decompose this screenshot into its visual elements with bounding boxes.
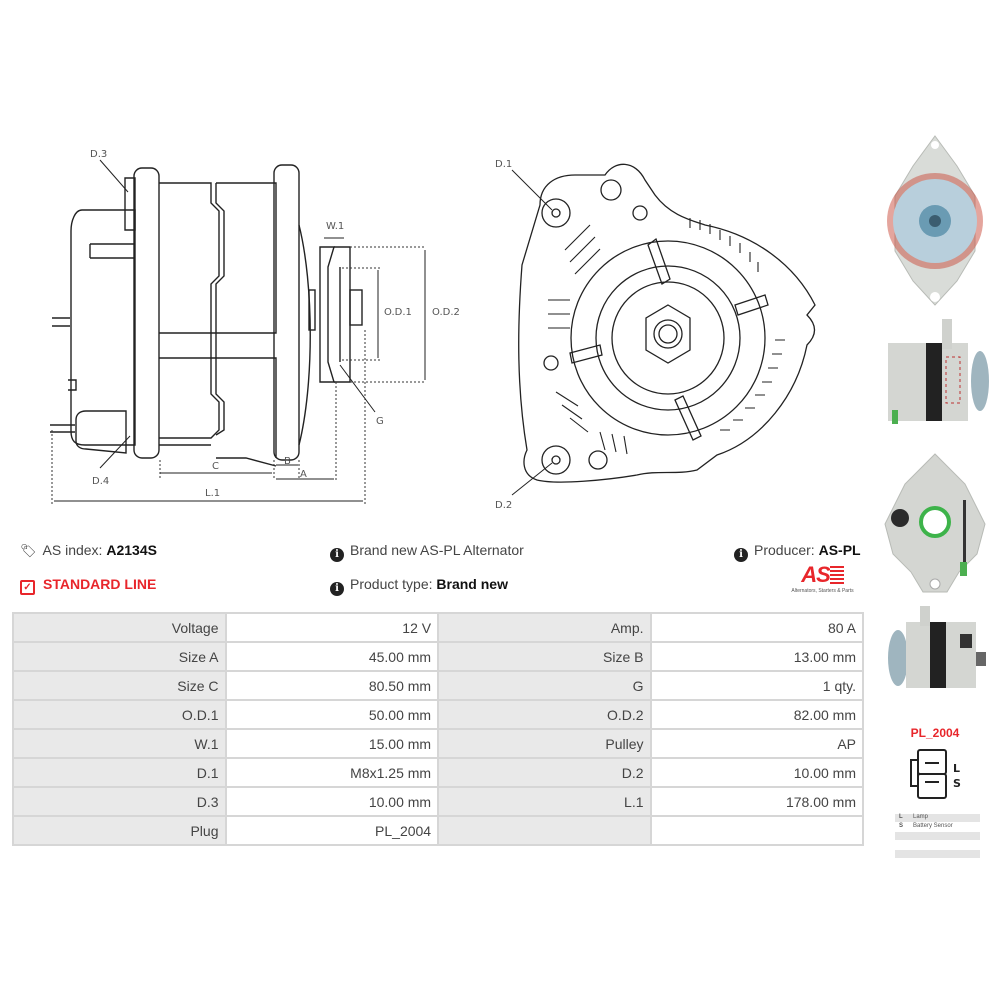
front-view-drawing: D.1 D.2 xyxy=(495,159,816,511)
label-a: A xyxy=(300,469,307,480)
plug-pin-s: S xyxy=(953,777,961,790)
label-d1: D.1 xyxy=(495,159,512,170)
photo-side-alt xyxy=(888,606,986,688)
label-g: G xyxy=(376,416,384,427)
logo-text: AS xyxy=(801,562,831,587)
as-index-value: A2134S xyxy=(106,542,157,558)
standard-line-badge: ✓STANDARD LINE xyxy=(20,576,156,595)
plug-pin-l: L xyxy=(953,762,960,775)
plug-diagram: L S xyxy=(910,749,961,799)
legend-row xyxy=(895,832,980,840)
logo-stripes-icon xyxy=(829,566,844,584)
photo-rear xyxy=(884,453,986,593)
label-b: B xyxy=(284,456,291,467)
legend-row xyxy=(895,850,980,858)
label-od2: O.D.2 xyxy=(432,307,460,318)
label-l1: L.1 xyxy=(205,488,220,499)
label-d2: D.2 xyxy=(495,500,512,511)
checkbox-icon: ✓ xyxy=(20,580,35,595)
product-type-value: Brand new xyxy=(436,576,508,592)
label-c: C xyxy=(212,461,219,472)
photo-side xyxy=(888,319,989,424)
logo-tagline: Alternators, Starters & Parts xyxy=(791,588,854,594)
tags-icon: 🏷 xyxy=(20,543,37,558)
info-icon: i xyxy=(330,582,344,596)
legend-row xyxy=(895,841,980,849)
label-d3: D.3 xyxy=(90,149,107,160)
label-d4: D.4 xyxy=(92,476,109,487)
info-icon: i xyxy=(330,548,344,562)
brand-logo: AS Alternators, Starters & Parts xyxy=(780,562,865,595)
producer-value: AS-PL xyxy=(818,542,861,558)
plug-title: PL_2004 xyxy=(910,726,960,740)
as-index: 🏷AS index: A2134S xyxy=(20,542,157,558)
label-od1: O.D.1 xyxy=(384,307,412,318)
info-icon: i xyxy=(734,548,748,562)
photo-front xyxy=(887,135,983,306)
side-view-drawing: D.3 D.4 W.1 O.D.1 O.D.2 G C B A L.1 xyxy=(50,149,460,505)
label-w1: W.1 xyxy=(326,221,344,232)
